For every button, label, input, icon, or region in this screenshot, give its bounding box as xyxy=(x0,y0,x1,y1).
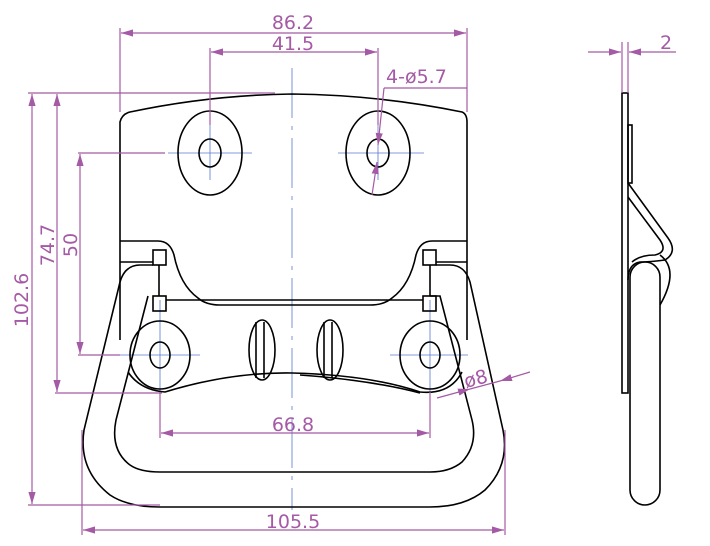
dim-hole-spacing-top: 41.5 xyxy=(272,33,314,55)
dim-overall-height: 102.6 xyxy=(11,273,33,327)
dim-plate-thickness: 2 xyxy=(660,32,672,54)
plate-recess xyxy=(120,240,467,306)
handle-outer xyxy=(82,264,506,508)
mount-hole-bottom-right xyxy=(419,341,441,369)
side-plate xyxy=(621,92,629,394)
mount-hole-bottom-left-boss xyxy=(129,320,191,390)
side-view xyxy=(621,92,674,506)
centerlines xyxy=(120,68,468,510)
dimensions: 86.2 41.5 4-ø5.7 102.6 74.7 50 66.8 xyxy=(11,12,676,535)
side-handle xyxy=(629,261,661,506)
dim-hole-vertical-spacing: 50 xyxy=(60,233,82,257)
dim-height-to-bowl: 74.7 xyxy=(37,224,59,266)
slot-right xyxy=(316,319,344,381)
mount-hole-bottom-left xyxy=(149,341,171,369)
hinge-tab-right-upper xyxy=(422,249,437,266)
dim-overall-width: 105.5 xyxy=(266,511,320,533)
handle-inner xyxy=(113,295,475,473)
slot-left xyxy=(248,319,276,381)
dim-plate-width: 86.2 xyxy=(272,12,314,34)
front-view xyxy=(82,93,506,508)
hinge-tab-left-lower xyxy=(152,295,167,312)
plate-bottom-edge xyxy=(127,371,463,394)
side-hinge-arm xyxy=(627,182,674,281)
hinge-tab-left-upper xyxy=(152,249,167,266)
dim-hole-spacing-bottom: 66.8 xyxy=(272,414,314,436)
mount-hole-top-left xyxy=(198,138,222,168)
hinge-tab-right-lower xyxy=(422,295,437,312)
mounting-plate xyxy=(119,93,468,340)
dim-hole-callout: 4-ø5.7 xyxy=(386,66,447,88)
dim-wire-diameter: ø8 xyxy=(462,365,491,392)
mount-hole-bottom-right-boss xyxy=(399,320,461,390)
